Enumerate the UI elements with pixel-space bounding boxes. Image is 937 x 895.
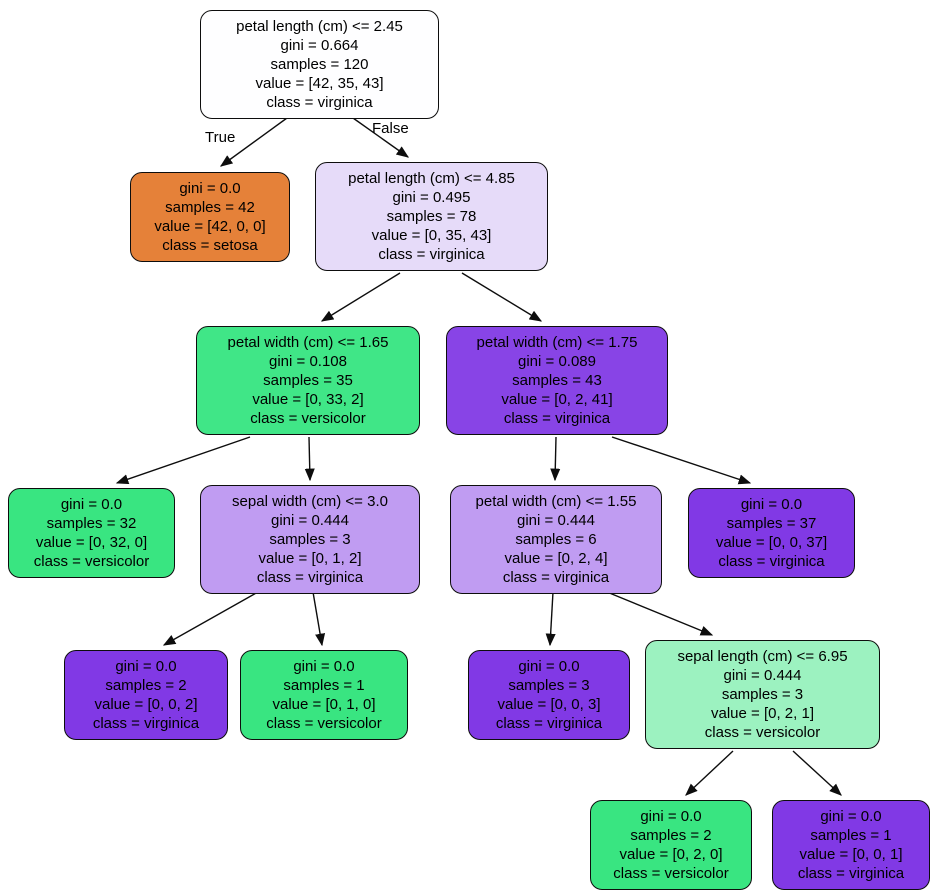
node-value: value = [0, 2, 4] <box>504 550 608 567</box>
edge-pw175-right <box>611 436 752 485</box>
node-gini: gini = 0.444 <box>517 512 595 529</box>
edge-label-true: True <box>205 129 236 146</box>
edge-pl485-right <box>461 272 543 322</box>
node-samples: samples = 1 <box>810 827 892 844</box>
node-gini: gini = 0.444 <box>723 667 802 684</box>
node-value: value = [0, 1, 0] <box>272 696 376 713</box>
leaf-virginica-37: gini = 0.0 samples = 37 value = [0, 0, 3… <box>688 488 855 578</box>
node-condition: sepal width (cm) <= 3.0 <box>232 493 388 510</box>
edge-sw30-left <box>162 591 259 646</box>
node-class: class = virginica <box>797 865 905 882</box>
node-petal-width-165: petal width (cm) <= 1.65 gini = 0.108 sa… <box>196 326 420 435</box>
node-condition: petal width (cm) <= 1.75 <box>476 334 638 351</box>
edge-pw165-right <box>304 436 315 482</box>
leaf-virginica-3: gini = 0.0 samples = 3 value = [0, 0, 3]… <box>468 650 630 740</box>
node-condition: sepal length (cm) <= 6.95 <box>677 648 848 665</box>
node-samples: samples = 2 <box>105 677 187 694</box>
tree-node-root: petal length (cm) <= 2.45 gini = 0.664 s… <box>200 10 439 119</box>
node-value: value = [0, 0, 1] <box>799 846 903 863</box>
node-condition: petal width (cm) <= 1.65 <box>227 334 389 351</box>
node-class: class = virginica <box>718 553 825 570</box>
node-samples: samples = 43 <box>512 372 602 389</box>
node-gini: gini = 0.0 <box>640 808 702 825</box>
node-value: value = [0, 2, 0] <box>619 846 723 863</box>
node-gini: gini = 0.0 <box>115 658 177 675</box>
node-samples: samples = 35 <box>263 372 353 389</box>
node-class: class = versicolor <box>613 865 729 882</box>
leaf-setosa: gini = 0.0 samples = 42 value = [42, 0, … <box>130 172 290 262</box>
node-gini: gini = 0.0 <box>820 808 882 825</box>
node-value: value = [0, 2, 1] <box>711 705 814 722</box>
node-value: value = [0, 0, 2] <box>94 696 198 713</box>
leaf-virginica-2: gini = 0.0 samples = 2 value = [0, 0, 2]… <box>64 650 228 740</box>
node-gini: gini = 0.0 <box>740 496 803 513</box>
node-class: class = virginica <box>495 715 603 732</box>
node-value: value = [42, 35, 43] <box>255 75 384 92</box>
node-gini: gini = 0.495 <box>392 189 471 206</box>
node-samples: samples = 3 <box>508 677 590 694</box>
node-samples: samples = 2 <box>630 827 712 844</box>
edge-pw165-left <box>115 436 251 485</box>
node-samples: samples = 6 <box>515 531 597 548</box>
node-class: class = virginica <box>503 410 611 427</box>
node-petal-width-175: petal width (cm) <= 1.75 gini = 0.089 sa… <box>446 326 668 435</box>
leaf-versicolor-32: gini = 0.0 samples = 32 value = [0, 32, … <box>8 488 175 578</box>
node-value: value = [0, 35, 43] <box>371 227 492 244</box>
node-class: class = versicolor <box>704 724 821 741</box>
edge-root-right <box>352 117 410 158</box>
edge-sw30-right <box>312 591 326 647</box>
node-samples: samples = 32 <box>46 515 137 532</box>
leaf-virginica-1: gini = 0.0 samples = 1 value = [0, 0, 1]… <box>772 800 930 890</box>
node-samples: samples = 120 <box>270 56 369 73</box>
node-sepal-length-695: sepal length (cm) <= 6.95 gini = 0.444 s… <box>645 640 880 749</box>
node-samples: samples = 3 <box>721 686 804 703</box>
edge-pl485-left <box>320 272 401 322</box>
node-condition: petal width (cm) <= 1.55 <box>475 493 637 510</box>
node-gini: gini = 0.0 <box>518 658 580 675</box>
node-gini: gini = 0.444 <box>271 512 349 529</box>
edge-pw155-right <box>606 591 714 636</box>
node-class: class = virginica <box>92 715 200 732</box>
node-gini: gini = 0.089 <box>518 353 596 370</box>
node-class: class = virginica <box>266 94 373 111</box>
node-value: value = [0, 2, 41] <box>501 391 613 408</box>
node-class: class = versicolor <box>266 715 382 732</box>
edge-root-setosa <box>219 117 288 167</box>
node-class: class = virginica <box>502 569 610 586</box>
edge-label-false: False <box>372 120 409 137</box>
node-condition: petal length (cm) <= 2.45 <box>236 18 403 35</box>
node-class: class = virginica <box>378 246 485 263</box>
node-gini: gini = 0.108 <box>269 353 347 370</box>
node-value: value = [0, 1, 2] <box>258 550 362 567</box>
node-condition: petal length (cm) <= 4.85 <box>348 170 515 187</box>
node-value: value = [0, 0, 37] <box>715 534 828 551</box>
node-value: value = [0, 32, 0] <box>35 534 148 551</box>
node-petal-width-155: petal width (cm) <= 1.55 gini = 0.444 sa… <box>450 485 662 594</box>
node-class: class = versicolor <box>33 553 150 570</box>
node-value: value = [42, 0, 0] <box>154 218 266 235</box>
node-class: class = virginica <box>256 569 364 586</box>
edge-pw155-left <box>545 591 556 647</box>
node-class: class = setosa <box>162 237 258 254</box>
leaf-versicolor-2: gini = 0.0 samples = 2 value = [0, 2, 0]… <box>590 800 752 890</box>
node-samples: samples = 1 <box>283 677 365 694</box>
node-samples: samples = 42 <box>165 199 255 216</box>
node-petal-length-485: petal length (cm) <= 4.85 gini = 0.495 s… <box>315 162 548 271</box>
node-sepal-width-30: sepal width (cm) <= 3.0 gini = 0.444 sam… <box>200 485 420 594</box>
node-value: value = [0, 0, 3] <box>497 696 601 713</box>
node-samples: samples = 37 <box>726 515 817 532</box>
node-gini: gini = 0.0 <box>179 180 241 197</box>
node-samples: samples = 3 <box>269 531 351 548</box>
edge-sl695-left <box>685 750 734 796</box>
edge-pw175-left <box>550 436 561 482</box>
node-value: value = [0, 33, 2] <box>252 391 364 408</box>
node-samples: samples = 78 <box>386 208 477 225</box>
node-class: class = versicolor <box>250 410 366 427</box>
node-gini: gini = 0.0 <box>60 496 123 513</box>
node-gini: gini = 0.0 <box>293 658 355 675</box>
edge-sl695-right <box>792 750 842 796</box>
node-gini: gini = 0.664 <box>280 37 359 54</box>
leaf-versicolor-1: gini = 0.0 samples = 1 value = [0, 1, 0]… <box>240 650 408 740</box>
